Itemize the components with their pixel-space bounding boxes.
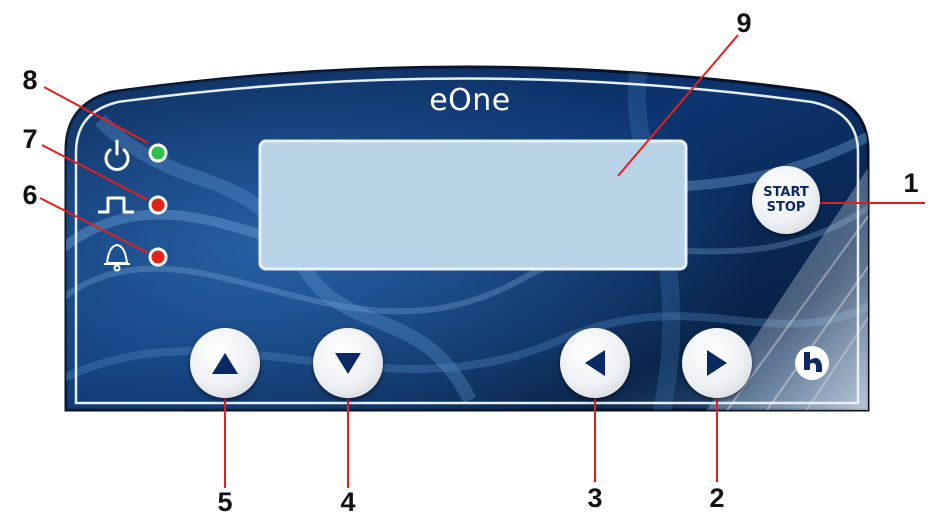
- arrow-left-icon: [585, 350, 605, 376]
- start-stop-button[interactable]: START STOP: [752, 166, 820, 234]
- callout-6: 6: [22, 180, 38, 210]
- pulse-icon: [98, 196, 134, 214]
- alarm-led: [148, 247, 168, 267]
- stop-label: STOP: [766, 200, 806, 215]
- callout-7: 7: [22, 124, 38, 154]
- panel-inner-border: [74, 77, 860, 405]
- arrow-right-icon: [707, 350, 727, 376]
- down-button[interactable]: [313, 328, 383, 398]
- callout-5: 5: [217, 487, 233, 517]
- callout-3: 3: [587, 483, 603, 513]
- callout-4: 4: [340, 487, 356, 517]
- up-button[interactable]: [190, 328, 260, 398]
- power-icon: [104, 139, 130, 171]
- manufacturer-logo-icon: [795, 346, 829, 380]
- callout-8: 8: [22, 65, 38, 95]
- power-led: [148, 143, 168, 163]
- pulse-led: [148, 195, 168, 215]
- callout-1: 1: [903, 168, 919, 198]
- arrow-down-icon: [335, 353, 361, 374]
- brand-logo-text: eOne: [429, 83, 511, 118]
- lcd-display: [258, 139, 688, 271]
- callout-2: 2: [709, 483, 725, 513]
- arrow-up-icon: [212, 353, 238, 374]
- bell-icon: [104, 243, 130, 272]
- left-button[interactable]: [560, 328, 630, 398]
- right-button[interactable]: [682, 328, 752, 398]
- start-label: START: [763, 185, 809, 200]
- callout-9: 9: [736, 8, 752, 38]
